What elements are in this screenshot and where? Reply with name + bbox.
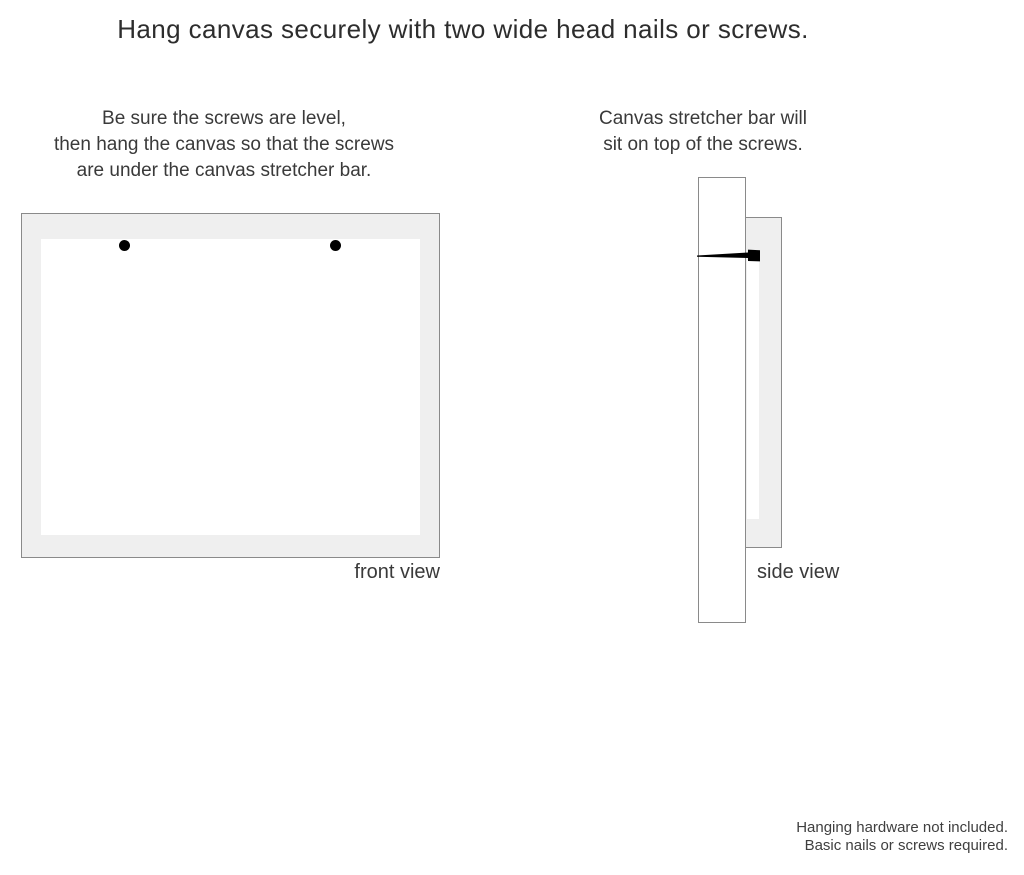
instruction-line: sit on top of the screws.	[603, 134, 803, 155]
front-view-instruction: Be sure the screws are level, then hang …	[28, 106, 420, 184]
side-view-canvas-inner-edge	[747, 260, 759, 519]
front-view-canvas-inner	[41, 239, 420, 535]
side-view-wall	[698, 177, 746, 623]
screw-head-icon	[330, 240, 341, 251]
front-view-label: front view	[354, 561, 440, 583]
hardware-footnote: Hanging hardware not included. Basic nai…	[708, 819, 1008, 855]
page-title: Hang canvas securely with two wide head …	[117, 14, 809, 44]
wide-head-nail-icon	[697, 249, 760, 262]
footnote-line: Hanging hardware not included.	[796, 819, 1008, 836]
side-view-label: side view	[757, 561, 840, 583]
instruction-line: then hang the canvas so that the screws	[53, 134, 395, 155]
footnote-line: Basic nails or screws required.	[804, 837, 1008, 854]
front-view-canvas-frame	[21, 213, 440, 558]
side-view-instruction: Canvas stretcher bar will sit on top of …	[558, 106, 848, 158]
instruction-line: are under the canvas stretcher bar.	[76, 160, 372, 181]
instruction-line: Be sure the screws are level,	[102, 108, 346, 129]
screw-head-icon	[119, 240, 130, 251]
instruction-line: Canvas stretcher bar will	[598, 108, 808, 129]
